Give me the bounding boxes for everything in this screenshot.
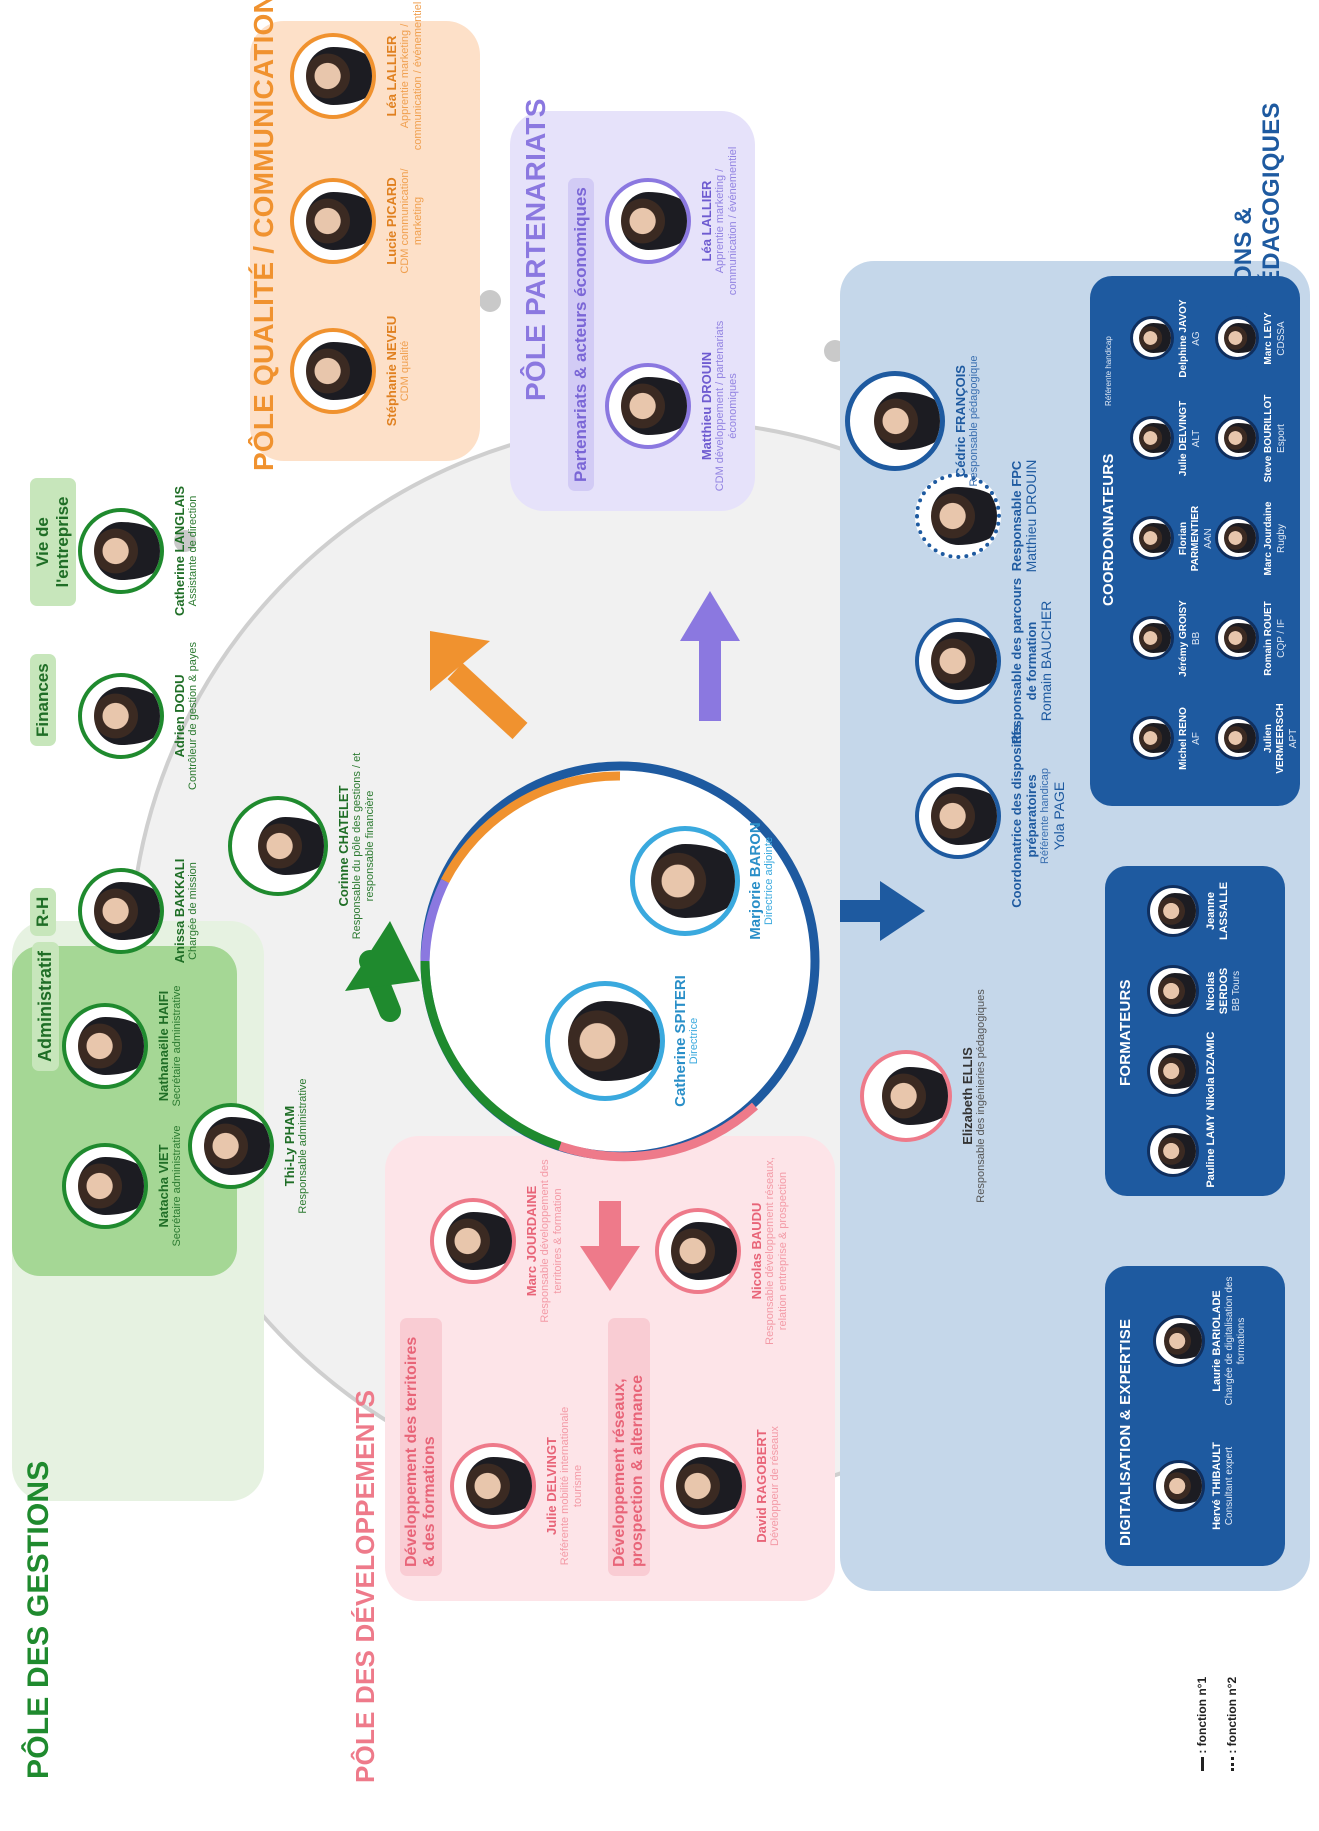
arrow-partenariats-head xyxy=(680,591,740,641)
arrow-gestions-head xyxy=(345,921,420,991)
pole-qualite-title-visible: PÔLE QUALITÉ / COMMUNICATION xyxy=(248,0,279,471)
arrow-qualite xyxy=(447,662,528,740)
pole-partenariats-title: PÔLE PARTENARIATS xyxy=(520,98,551,401)
arrow-formations-head xyxy=(880,881,925,941)
arrow-qualite-head xyxy=(430,631,490,691)
ring-dot xyxy=(479,290,501,312)
avatar xyxy=(1130,316,1174,361)
avatar xyxy=(1130,516,1174,561)
legend-solid-line xyxy=(1201,1757,1205,1771)
legend-dotted-line xyxy=(1231,1757,1235,1771)
avatar xyxy=(1215,616,1259,661)
legend-dotted: : fonction n°2 xyxy=(1225,1677,1239,1771)
avatar xyxy=(1130,716,1174,761)
ring-dot xyxy=(174,530,196,552)
arrow-developpements-head xyxy=(580,1246,640,1291)
avatar xyxy=(1215,416,1259,461)
pole-developpements-title: PÔLE DES DÉVELOPPEMENTS xyxy=(350,1389,380,1783)
avatar xyxy=(1215,316,1259,361)
legend-solid: : fonction n°1 xyxy=(1195,1677,1209,1771)
avatar xyxy=(1130,416,1174,461)
avatar xyxy=(1215,716,1259,761)
avatar xyxy=(1130,616,1174,661)
avatar xyxy=(1215,516,1259,561)
